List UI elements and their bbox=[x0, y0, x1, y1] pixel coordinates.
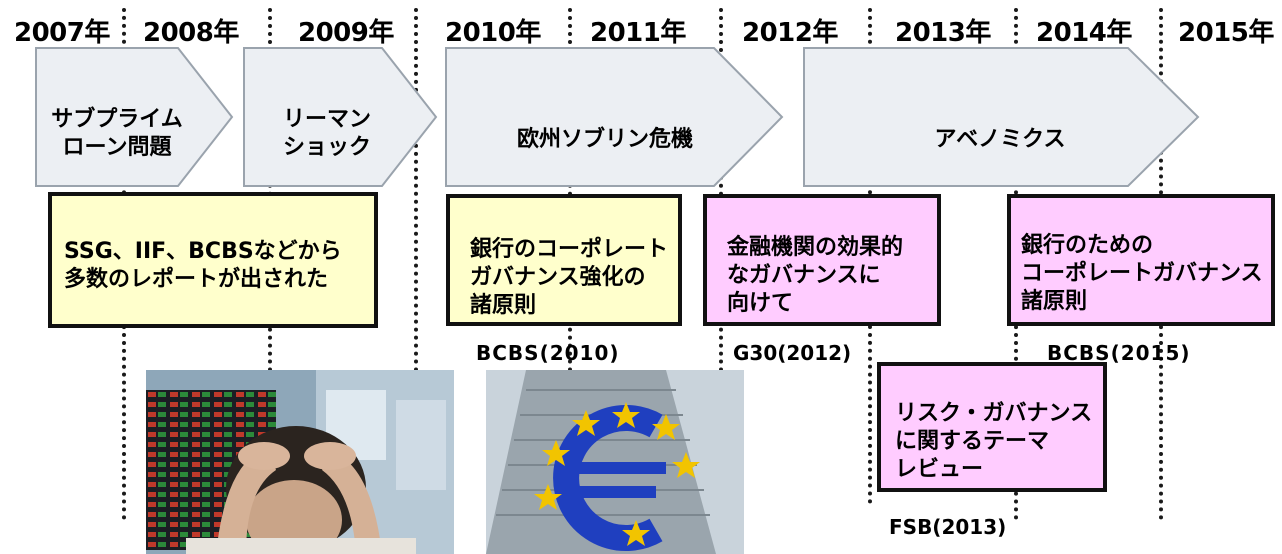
event-arrow-subprime bbox=[35, 47, 234, 187]
year-2013: 2013年 bbox=[895, 18, 991, 48]
year-2015: 2015年 bbox=[1178, 18, 1274, 48]
year-2007: 2007年 bbox=[14, 18, 110, 48]
source-g30-2012: G30(2012) bbox=[733, 341, 852, 365]
euro-sign-sculpture-photo bbox=[486, 370, 744, 554]
event-label-lehman: リーマンショック bbox=[282, 107, 371, 160]
report-box-bcbs-2010: 銀行のコーポレートガバナンス強化の諸原則 bbox=[446, 194, 682, 326]
year-2011: 2011年 bbox=[590, 18, 686, 48]
event-label-subprime: サブプライムローン問題 bbox=[51, 107, 183, 160]
year-2014: 2014年 bbox=[1036, 18, 1132, 48]
report-box-fsb-2013: リスク・ガバナンスに関するテーマレビュー bbox=[877, 362, 1107, 492]
stressed-trader-photo bbox=[146, 370, 454, 554]
report-box-ssg-iif-bcbs: SSG、IIF、BCBSなどから多数のレポートが出された bbox=[48, 192, 378, 328]
year-2010: 2010年 bbox=[445, 18, 541, 48]
year-divider bbox=[414, 8, 418, 380]
event-arrow-sovereign bbox=[445, 47, 784, 187]
year-2012: 2012年 bbox=[742, 18, 838, 48]
source-bcbs-2015: BCBS(2015) bbox=[1047, 341, 1191, 365]
year-2008: 2008年 bbox=[143, 18, 239, 48]
event-arrow-abenomics bbox=[803, 47, 1200, 187]
source-bcbs-2010: BCBS(2010) bbox=[476, 341, 620, 365]
event-label-sovereign: 欧州ソブリン危機 bbox=[516, 127, 693, 152]
report-box-bcbs-2015: 銀行のためのコーポレートガバナンス諸原則 bbox=[1007, 194, 1275, 326]
report-box-g30-2012: 金融機関の効果的なガバナンスに向けて bbox=[703, 194, 941, 326]
event-label-abenomics: アベノミクス bbox=[934, 127, 1066, 152]
year-2009: 2009年 bbox=[298, 18, 394, 48]
event-arrow-lehman bbox=[243, 47, 438, 187]
source-fsb-2013: FSB(2013) bbox=[889, 515, 1007, 539]
